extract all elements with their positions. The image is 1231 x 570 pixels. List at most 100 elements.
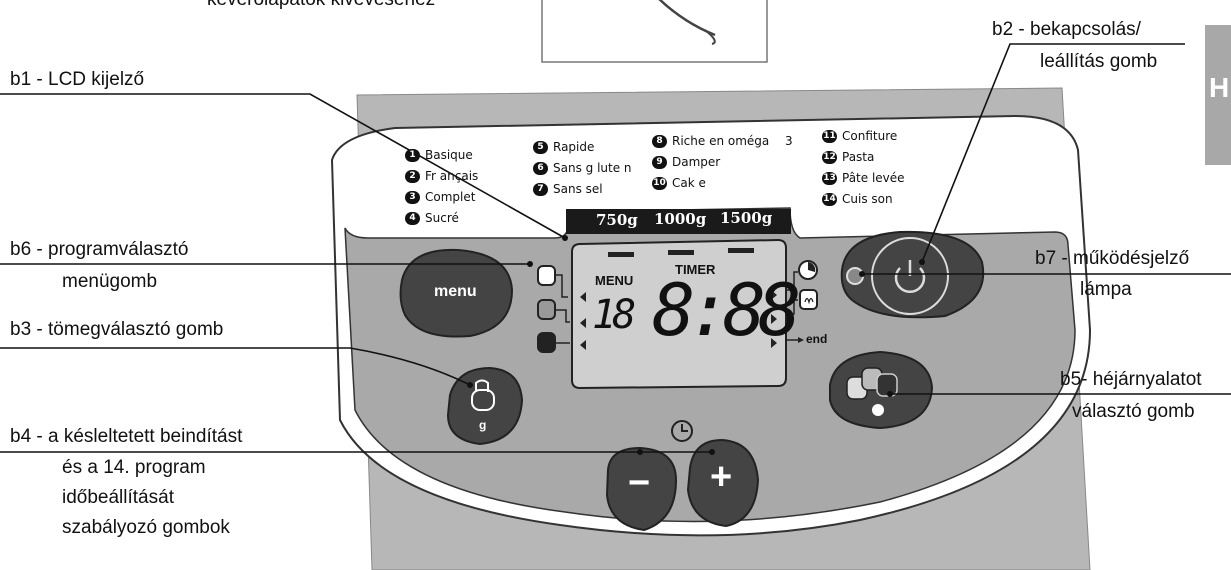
lcd-menu-label: MENU bbox=[595, 273, 634, 288]
side-tab-letter: H bbox=[1209, 72, 1230, 103]
program-number-badge: 7 bbox=[533, 182, 548, 196]
program-number-badge: 10 bbox=[652, 176, 667, 190]
program-name: Confiture bbox=[842, 129, 898, 143]
callout-b1: b1 - LCD kijelző bbox=[10, 69, 145, 90]
weight-button-shape bbox=[446, 366, 524, 446]
program-number-badge: 4 bbox=[405, 211, 420, 225]
lcd-arrow-right bbox=[771, 290, 777, 300]
leader-b3 bbox=[0, 347, 471, 386]
lcd-timer-label: TIMER bbox=[675, 262, 716, 277]
lcd-time-digits: 8:88 bbox=[652, 268, 801, 352]
program-item: 7 Sans sel bbox=[533, 182, 603, 196]
language-side-tab bbox=[1205, 25, 1231, 165]
crust-medium-icon bbox=[537, 299, 570, 323]
leader-b2 bbox=[921, 43, 1185, 263]
callout-b6-line2: menügomb bbox=[62, 271, 158, 292]
program-number-badge: 2 bbox=[405, 169, 420, 183]
callout-b4-line4: szabályozó gombok bbox=[62, 517, 230, 538]
program-item: 4 Sucré bbox=[405, 211, 459, 225]
lcd-weight-dash bbox=[728, 248, 754, 253]
lcd-end-label: end bbox=[806, 332, 828, 346]
crust-shades-icon bbox=[846, 367, 898, 416]
minus-button-shape bbox=[605, 446, 678, 532]
lcd-arrow-left bbox=[580, 340, 586, 350]
timer-clock-icon bbox=[671, 420, 693, 442]
program-item: 11 Confiture bbox=[822, 129, 897, 143]
lcd-screen bbox=[571, 238, 787, 390]
clock-indicator-icon bbox=[786, 260, 818, 291]
callout-b2-line2: leállítás gomb bbox=[1040, 51, 1158, 72]
program-name: Pasta bbox=[842, 150, 875, 164]
lcd-arrow-right bbox=[771, 314, 777, 324]
plus-button-shape bbox=[686, 438, 760, 528]
callout-b3: b3 - tömegválasztó gomb bbox=[10, 319, 224, 340]
program-name: Sucré bbox=[425, 211, 459, 225]
program-name: Fr ançais bbox=[425, 169, 479, 183]
program-number-badge: 1 bbox=[405, 148, 420, 162]
program-item: 14 Cuis son bbox=[822, 192, 893, 206]
program-name: Cak e bbox=[672, 176, 706, 190]
callout-b5-line1: b5- héjárnyalatot bbox=[1060, 369, 1202, 390]
callout-b7-line1: b7 - működésjelző bbox=[1035, 248, 1190, 269]
program-item: 10 Cak e bbox=[652, 176, 706, 190]
callout-b4-line3: időbeállítását bbox=[62, 487, 174, 508]
program-name: Sans g lute n bbox=[553, 161, 632, 175]
program-number-badge: 9 bbox=[652, 155, 667, 169]
callout-b7-line2: lámpa bbox=[1080, 279, 1132, 300]
leader-lines bbox=[0, 43, 1231, 453]
program-name: Cuis son bbox=[842, 192, 893, 206]
callout-b6-line1: b6 - programválasztó bbox=[10, 239, 189, 260]
program-item: 9 Damper bbox=[652, 155, 720, 169]
keep-warm-indicator-icon bbox=[786, 289, 818, 315]
callout-b4-line2: és a 14. program bbox=[62, 457, 206, 478]
program-item: 12 Pasta bbox=[822, 150, 874, 164]
program-number-badge: 5 bbox=[533, 140, 548, 154]
program-name: Damper bbox=[672, 155, 721, 169]
program-number-badge: 6 bbox=[533, 161, 548, 175]
menu-button[interactable]: menu bbox=[434, 283, 477, 300]
program-number-badge: 12 bbox=[822, 150, 837, 164]
callout-b2-line1: b2 - bekapcsolás/ bbox=[992, 19, 1141, 40]
program-item: 5 Rapide bbox=[533, 140, 594, 154]
callout-b5-line2: választó gomb bbox=[1072, 401, 1195, 422]
lcd-weight-dash bbox=[668, 250, 694, 255]
program-number-badge: 8 bbox=[652, 134, 667, 148]
menu-button-shape bbox=[399, 248, 514, 338]
program-number-badge: 14 bbox=[822, 192, 837, 206]
power-ring bbox=[871, 237, 949, 315]
weight-bag-icon bbox=[471, 379, 495, 411]
program-name: Sans sel bbox=[553, 182, 603, 196]
program-name: Pâte levée bbox=[842, 171, 905, 185]
end-arrow-icon bbox=[798, 337, 804, 343]
crust-dark-icon bbox=[537, 332, 570, 353]
program-item: 8 Riche en oméga bbox=[652, 134, 769, 148]
program-name: Rapide bbox=[553, 140, 595, 154]
program-item: 6 Sans g lute n bbox=[533, 161, 632, 175]
program-item: 13 Pâte levée bbox=[822, 171, 905, 185]
program-name: Riche en oméga bbox=[672, 134, 770, 148]
program-number-badge: 3 bbox=[405, 190, 420, 204]
minus-button[interactable]: − bbox=[628, 462, 651, 504]
program-number-badge: 11 bbox=[822, 129, 837, 143]
plus-button[interactable]: + bbox=[710, 456, 733, 498]
program-item: 2 Fr ançais bbox=[405, 169, 478, 183]
weight-1500: 1500g bbox=[720, 209, 773, 227]
weight-button[interactable]: g bbox=[479, 418, 487, 432]
callout-b4-line1: b4 - a késleltetett beindítást bbox=[10, 426, 243, 447]
lcd-weight-dash bbox=[608, 252, 634, 257]
weight-750: 750g bbox=[596, 211, 638, 229]
top-caption: keverőlapátok kivevéséhez bbox=[207, 0, 435, 12]
lcd-arrow-left bbox=[580, 292, 586, 302]
lcd-arrow-right bbox=[771, 338, 777, 348]
lcd-program-digits: 18 bbox=[592, 292, 636, 338]
program-item: 3 Complet bbox=[405, 190, 475, 204]
leader-b1 bbox=[0, 93, 566, 239]
weight-strip bbox=[566, 209, 791, 234]
crust-light-icon bbox=[537, 265, 568, 298]
program-name: Complet bbox=[425, 190, 476, 204]
program-number-badge: 13 bbox=[822, 171, 837, 185]
leader-dots bbox=[467, 235, 925, 455]
weight-1000: 1000g bbox=[654, 210, 707, 228]
